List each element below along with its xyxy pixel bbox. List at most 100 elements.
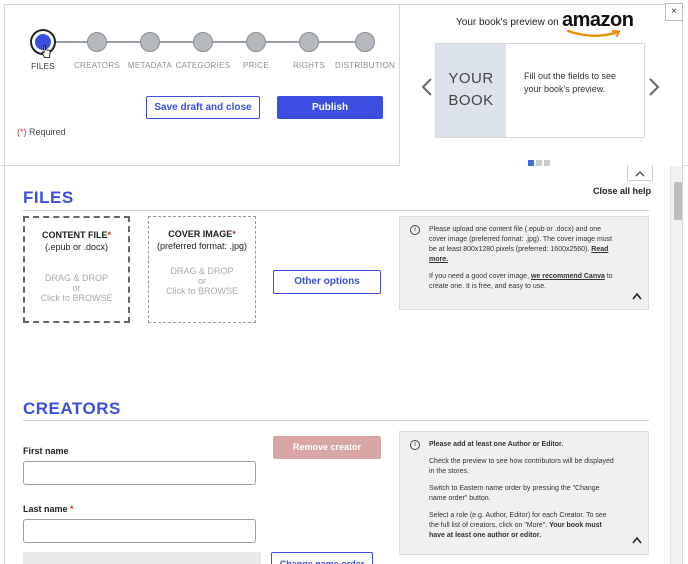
book-preview-card: YOUR BOOK Fill out the fields to see you…	[435, 43, 645, 138]
step-dot	[140, 32, 160, 52]
last-name-label: Last name *	[23, 504, 74, 514]
carousel-dot[interactable]	[536, 160, 542, 166]
close-all-help-link[interactable]: Close all help	[593, 186, 652, 196]
help-text: Select a role (e.g. Author, Editor) for …	[429, 512, 607, 529]
other-options-button[interactable]: Other options	[273, 270, 381, 294]
collapse-preview-button[interactable]	[627, 165, 653, 181]
save-draft-button[interactable]: Save draft and close	[146, 96, 260, 119]
carousel-dots	[528, 153, 552, 171]
step-label: RIGHTS	[292, 61, 326, 70]
help-text: Please upload one content file (.epub or…	[429, 226, 613, 253]
or-text: or	[72, 283, 81, 293]
info-icon: i	[410, 225, 420, 235]
carousel-dot[interactable]	[528, 160, 534, 166]
hand-cursor-icon	[41, 45, 51, 58]
required-star: *	[232, 229, 236, 239]
step-dot	[32, 31, 54, 53]
step-dot	[87, 32, 107, 52]
help-text-bold: Your book must have at least one author …	[429, 522, 602, 539]
help-paragraph: Please add at least one Author or Editor…	[429, 441, 564, 448]
top-panel: FILES CREATORS METADATA CATEGORIES PRICE…	[0, 0, 688, 166]
required-text: Required	[26, 127, 66, 137]
chevron-up-icon[interactable]	[632, 292, 642, 300]
divider	[23, 210, 649, 211]
files-section-title: FILES	[23, 188, 74, 207]
chevron-up-icon	[635, 171, 645, 177]
dropzone-title-text: CONTENT FILE	[41, 230, 108, 240]
step-label: METADATA	[127, 61, 173, 70]
help-paragraph: Please upload one content file (.epub or…	[429, 225, 614, 265]
canva-link[interactable]: we recommend Canva	[530, 273, 605, 280]
creators-section-title: CREATORS	[23, 399, 121, 418]
scrollbar-thumb[interactable]	[674, 182, 682, 220]
step-files[interactable]: FILES	[13, 29, 73, 71]
files-help-box: i Please upload one content file (.epub …	[399, 216, 649, 310]
step-dot	[299, 32, 319, 52]
creators-help-box: i Please add at least one Author or Edit…	[399, 431, 649, 555]
wizard-header: FILES CREATORS METADATA CATEGORIES PRICE…	[4, 4, 400, 166]
last-name-label-text: Last name	[23, 504, 68, 514]
remove-creator-button[interactable]: Remove creator	[273, 436, 381, 459]
amazon-smile-icon	[566, 29, 621, 37]
required-note: (*) Required	[17, 127, 66, 137]
step-rights[interactable]: RIGHTS	[279, 29, 339, 70]
step-categories[interactable]: CATEGORIES	[173, 29, 233, 70]
amazon-logo: amazon	[562, 9, 634, 31]
step-metadata[interactable]: METADATA	[120, 29, 180, 70]
required-star: *	[70, 504, 74, 514]
scrollbar[interactable]	[670, 166, 682, 564]
drag-drop-text: DRAG & DROP	[170, 266, 234, 276]
preview-heading: Your book's preview on	[456, 17, 559, 28]
role-select-bar[interactable]	[23, 552, 261, 564]
chevron-left-icon[interactable]	[421, 77, 433, 97]
step-label: PRICE	[243, 61, 269, 70]
cover-line-1: YOUR	[448, 70, 494, 87]
dropzone-hint: DRAG & DROP or Click to BROWSE	[149, 266, 255, 296]
browse-text: Click to BROWSE	[165, 286, 238, 296]
preview-message: Fill out the fields to see your book's p…	[524, 71, 617, 94]
help-text: to create one. It is free, and easy to u…	[429, 273, 613, 290]
first-name-label: First name	[23, 446, 69, 456]
read-more-link[interactable]: Read more.	[429, 246, 609, 263]
step-dot	[193, 32, 213, 52]
close-icon[interactable]: ×	[665, 3, 683, 21]
chevron-up-icon[interactable]	[632, 536, 642, 544]
last-name-field[interactable]	[23, 519, 256, 543]
first-name-field[interactable]	[23, 461, 256, 485]
dropzone-subtitle: (preferred format: .jpg)	[156, 241, 248, 251]
step-creators[interactable]: CREATORS	[67, 29, 127, 70]
step-distribution[interactable]: DISTRIBUTION	[335, 29, 395, 70]
step-label: FILES	[31, 62, 55, 71]
help-paragraph: Check the preview to see how contributor…	[429, 458, 614, 475]
dropzone-title: CONTENT FILE*	[25, 230, 128, 240]
amazon-preview-panel: Your book's preview on amazon YOUR BOOK …	[399, 4, 683, 166]
form-scroll-area: Close all help FILES CONTENT FILE* (.epu…	[4, 166, 683, 564]
help-body: Please add at least one Author or Editor…	[429, 440, 614, 548]
publish-button[interactable]: Publish	[277, 96, 383, 119]
dropzone-title-text: COVER IMAGE	[168, 229, 233, 239]
cover-line-2: BOOK	[448, 92, 494, 109]
help-body: Please upload one content file (.epub or…	[429, 225, 614, 299]
or-text: or	[197, 276, 206, 286]
content-file-dropzone[interactable]: CONTENT FILE* (.epub or .docx) DRAG & DR…	[23, 216, 130, 323]
progress-stepper: FILES CREATORS METADATA CATEGORIES PRICE…	[23, 29, 395, 79]
divider	[23, 420, 649, 421]
carousel-dot[interactable]	[544, 160, 550, 166]
book-cover-placeholder: YOUR BOOK	[436, 44, 506, 137]
help-paragraph: Switch to Eastern name order by pressing…	[429, 485, 600, 502]
step-dot	[355, 32, 375, 52]
help-text: If you need a good cover image,	[429, 273, 531, 280]
step-price[interactable]: PRICE	[226, 29, 286, 70]
required-star: *	[107, 230, 111, 240]
info-icon: i	[410, 440, 420, 450]
dropzone-subtitle: (.epub or .docx)	[44, 242, 109, 252]
cover-image-dropzone[interactable]: COVER IMAGE* (preferred format: .jpg) DR…	[148, 216, 256, 323]
step-label: CATEGORIES	[175, 61, 231, 70]
help-paragraph: If you need a good cover image, we recom…	[429, 272, 614, 292]
required-star: (*)	[17, 127, 27, 137]
step-label: DISTRIBUTION	[335, 61, 396, 70]
step-dot	[246, 32, 266, 52]
change-name-order-button[interactable]: Change name order	[271, 552, 373, 564]
chevron-right-icon[interactable]	[648, 77, 660, 97]
browse-text: Click to BROWSE	[40, 293, 113, 303]
